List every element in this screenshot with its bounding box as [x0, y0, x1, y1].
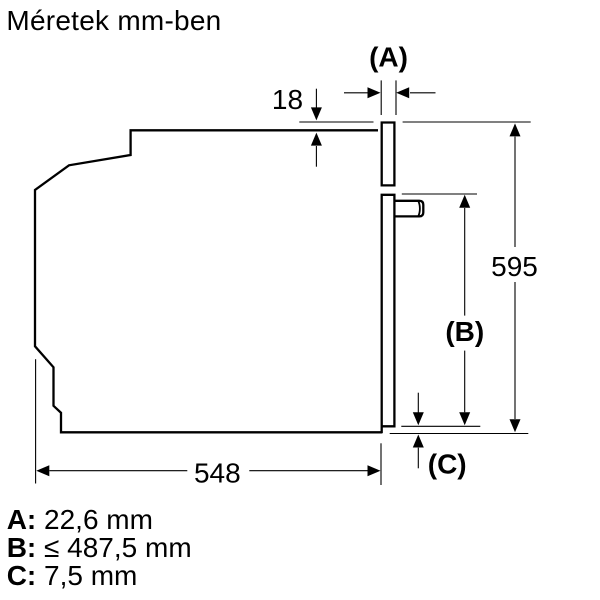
svg-text:C: 7,5 mm: C: 7,5 mm — [7, 560, 138, 591]
svg-text:(B): (B) — [445, 316, 484, 347]
svg-text:Méretek mm-ben: Méretek mm-ben — [6, 5, 221, 36]
svg-text:A: 22,6 mm: A: 22,6 mm — [7, 504, 153, 535]
svg-text:548: 548 — [194, 457, 241, 488]
svg-text:B: ≤ 487,5 mm: B: ≤ 487,5 mm — [7, 532, 192, 563]
svg-text:595: 595 — [491, 251, 538, 282]
svg-text:18: 18 — [272, 84, 303, 115]
svg-text:(C): (C) — [428, 449, 467, 480]
svg-text:(A): (A) — [369, 42, 408, 73]
